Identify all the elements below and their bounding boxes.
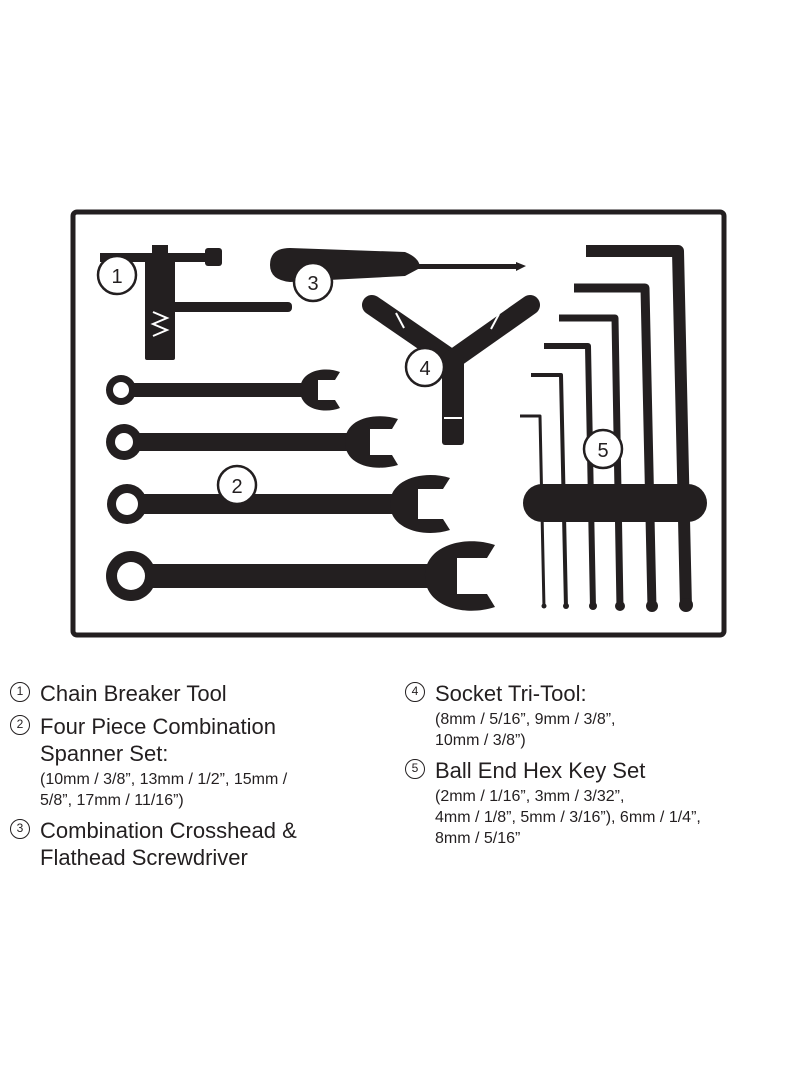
legend-item-spanner-set: 2 Four Piece Combination Spanner Set: (1… [10,713,390,811]
spanner-icon [106,416,398,468]
svg-text:4: 4 [419,358,430,380]
spanner-icon [106,369,340,411]
callout-2: 2 [216,464,258,506]
tool-tray-diagram: 1 2 3 4 5 [70,209,727,638]
legend-item-chain-breaker: 1 Chain Breaker Tool [10,680,390,707]
callout-4: 4 [404,346,446,388]
callout-1: 1 [96,254,138,296]
legend-number-badge: 3 [10,819,30,839]
svg-text:5: 5 [597,440,608,462]
legend-number-badge: 1 [10,682,30,702]
legend-item-detail: (10mm / 3/8”, 13mm / 1/2”, 15mm / 5/8”, … [40,771,288,809]
legend-right-column: 4 Socket Tri-Tool: (8mm / 5/16”, 9mm / 3… [405,680,800,855]
svg-text:3: 3 [307,273,318,295]
legend-item-socket-tri-tool: 4 Socket Tri-Tool: (8mm / 5/16”, 9mm / 3… [405,680,800,751]
spanner-icon [106,541,495,611]
legend-item-title: Ball End Hex Key Set [435,758,646,783]
legend-number-badge: 4 [405,682,425,702]
callout-3: 3 [292,261,334,303]
legend-number-badge: 2 [10,715,30,735]
spanner-icon [107,475,450,533]
callout-5: 5 [582,428,624,470]
legend-item-title: Four Piece Combination Spanner Set: [40,714,277,766]
socket-tri-tool-icon [362,295,540,445]
svg-text:2: 2 [231,476,242,498]
legend-item-title: Socket Tri-Tool: [435,681,587,706]
legend-item-hex-key-set: 5 Ball End Hex Key Set (2mm / 1/16”, 3mm… [405,757,800,849]
tray-outline [70,209,727,638]
legend-item-title: Chain Breaker Tool [40,681,227,706]
legend-item-screwdriver: 3 Combination Crosshead & Flathead Screw… [10,817,390,871]
svg-text:1: 1 [111,266,122,288]
hex-key-tips [541,598,693,612]
legend-item-title: Combination Crosshead & Flathead Screwdr… [40,818,297,870]
legend-number-badge: 5 [405,759,425,779]
legend-left-column: 1 Chain Breaker Tool 2 Four Piece Combin… [10,680,390,877]
legend-item-detail: (8mm / 5/16”, 9mm / 3/8”, 10mm / 3/8”) [435,711,616,749]
legend-item-detail: (2mm / 1/16”, 3mm / 3/32”, 4mm / 1/8”, 5… [435,788,701,847]
hex-key-holder [523,484,707,522]
chain-breaker-tool-icon [100,245,292,360]
